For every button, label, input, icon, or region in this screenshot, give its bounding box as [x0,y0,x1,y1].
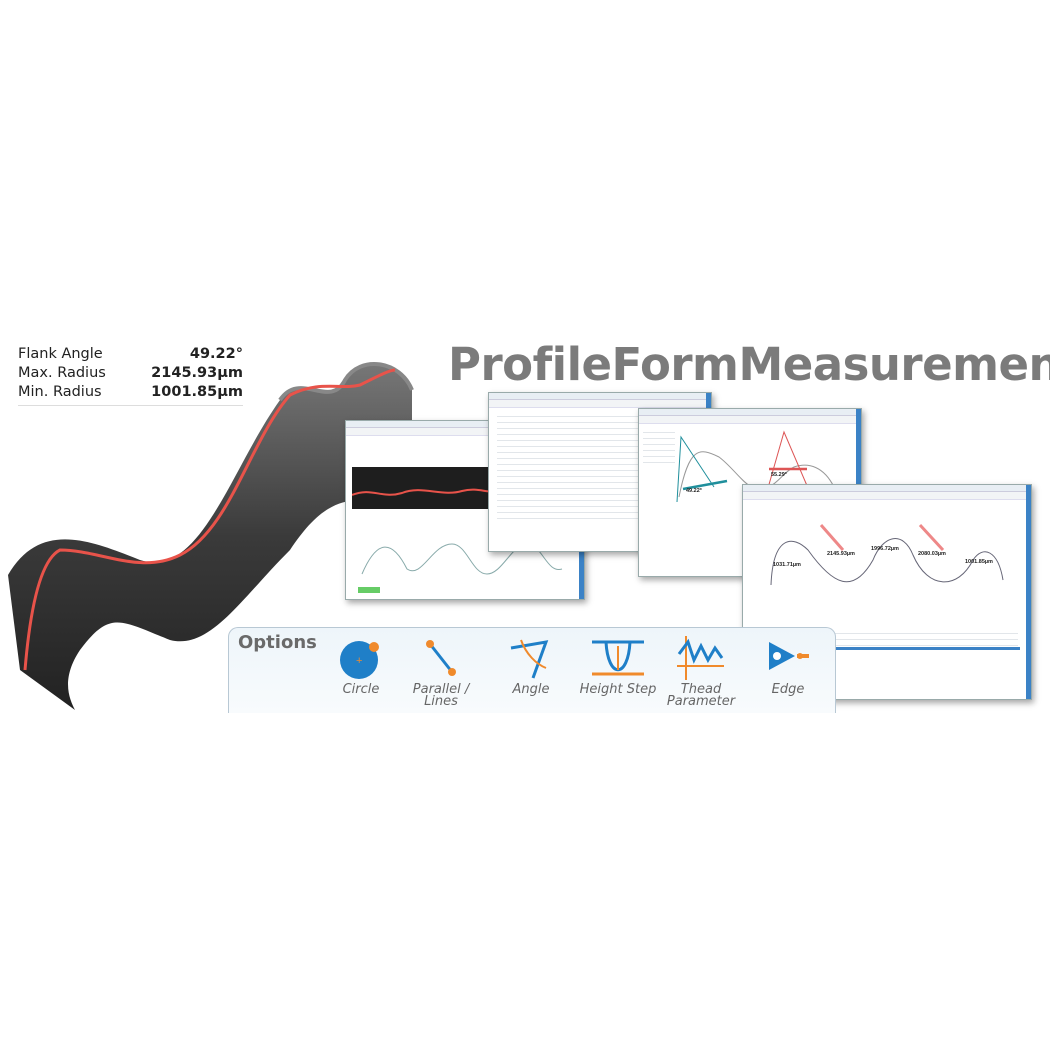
option-edge[interactable]: Edge [746,634,830,696]
measurement-results: Flank Angle 49.22° Max. Radius 2145.93µm M… [18,345,243,406]
stat-label: Flank Angle [18,346,103,362]
stat-min-radius: Min. Radius 1001.85µm [18,383,243,402]
option-label: Thead Parameter [666,682,736,709]
parallel-lines-icon [426,640,456,676]
profile-image [351,467,493,509]
option-height-step[interactable]: Height Step [576,634,660,696]
radius-label: 1031.71µm [773,562,801,568]
option-parallel-lines[interactable]: Parallel / Lines [399,634,483,708]
stat-flank-angle: Flank Angle 49.22° [18,345,243,364]
radius-label: 2145.93µm [827,551,855,557]
edge-icon [769,642,809,670]
option-label: Circle [342,682,380,697]
options-heading: Options [238,632,317,653]
radius-plot [770,523,1004,586]
angle-arrow [682,479,728,491]
height-step-icon [592,640,644,676]
option-angle[interactable]: Angle [489,634,573,696]
arrow-icon [819,524,845,551]
option-label: Angle [512,682,550,697]
angle-label: 49.22° [686,488,702,494]
angle-label: 55.29° [771,472,787,478]
angle-icon [510,639,549,679]
stat-label: Max. Radius [18,365,106,381]
circle-icon: + [340,641,379,679]
option-label: Parallel / Lines [412,682,470,709]
stat-value: 49.22° [189,346,243,362]
radius-label: 1996.72µm [871,546,899,552]
radius-label: 2080.03µm [918,551,946,557]
stat-label: Min. Radius [18,384,102,400]
options-panel: Options + Circle Parallel / Lines Angle … [228,627,836,713]
status-indicator [358,587,380,593]
stat-value: 2145.93µm [151,365,243,381]
option-label: Edge [771,682,805,697]
option-thread-parameter[interactable]: Thead Parameter [659,634,743,708]
stat-max-radius: Max. Radius 2145.93µm [18,364,243,383]
arrow-icon [918,523,945,552]
option-circle[interactable]: + Circle [319,634,403,696]
svg-text:+: + [356,655,362,667]
3d-profile-render [8,362,414,710]
profile-line [23,368,396,671]
page-title: ProfileFormMeasurement [448,338,1050,391]
option-label: Height Step [579,682,657,697]
thread-parameter-icon [676,636,724,680]
stat-value: 1001.85µm [151,384,243,400]
radius-label: 1001.85µm [965,559,993,565]
